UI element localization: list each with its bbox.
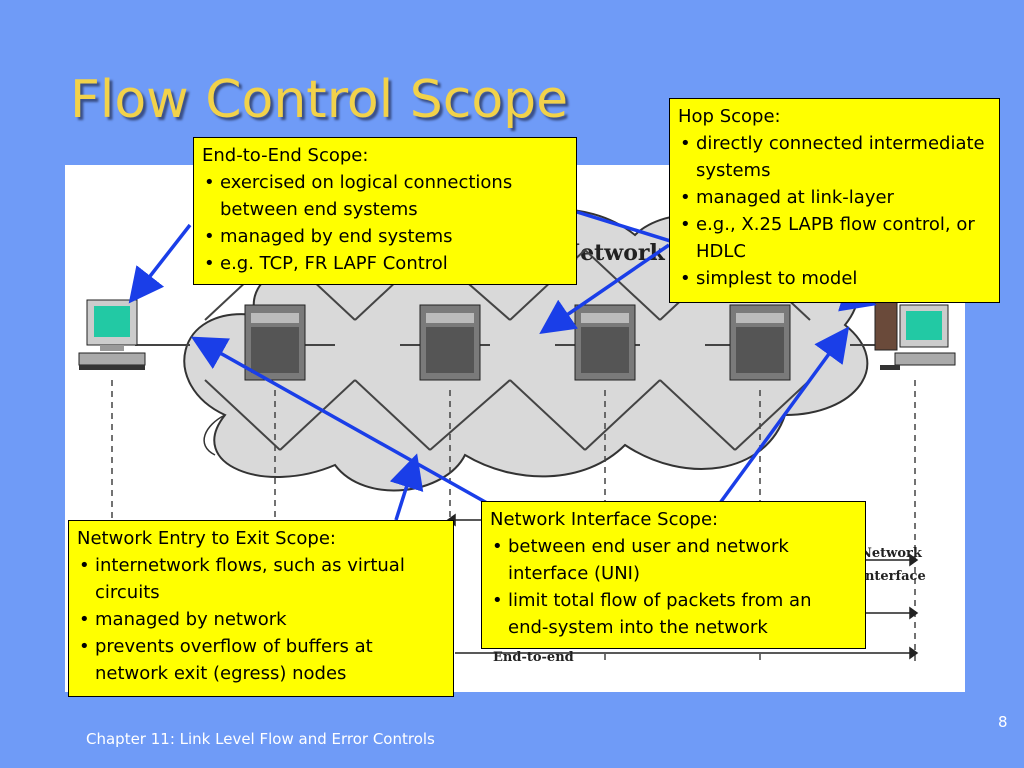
- callout-item: prevents overflow of buffers at network …: [77, 633, 445, 687]
- computer-left: [78, 299, 146, 370]
- page-number: 8: [998, 713, 1008, 731]
- callout-item: e.g., X.25 LAPB flow control, or HDLC: [678, 211, 991, 265]
- callout-item: directly connected intermediate systems: [678, 130, 991, 184]
- entry-exit-scope-callout: Network Entry to Exit Scope: internetwor…: [68, 520, 454, 697]
- callout-heading: Hop Scope:: [678, 106, 781, 127]
- hop-scope-callout: Hop Scope: directly connected intermedia…: [669, 98, 1000, 303]
- callout-item: exercised on logical connections between…: [202, 169, 568, 223]
- callout-item: e.g. TCP, FR LAPF Control: [202, 250, 568, 277]
- switch-2: [419, 304, 481, 381]
- scope-label-network: Network: [860, 546, 923, 561]
- callout-item: simplest to model: [678, 265, 991, 292]
- end-to-end-scope-callout: End-to-End Scope: exercised on logical c…: [193, 137, 577, 285]
- scope-label-end-to-end: End-to-end: [493, 650, 574, 665]
- slide-footer: Chapter 11: Link Level Flow and Error Co…: [86, 730, 435, 748]
- callout-heading: Network Interface Scope:: [490, 509, 719, 530]
- switch-3: [574, 304, 636, 381]
- callout-item: managed by end systems: [202, 223, 568, 250]
- callout-item: internetwork flows, such as virtual circ…: [77, 552, 445, 606]
- interface-scope-callout: Network Interface Scope: between end use…: [481, 501, 866, 649]
- callout-item: limit total flow of packets from an end-…: [490, 587, 857, 641]
- scope-label-interface: interface: [860, 569, 926, 584]
- callout-item: managed by network: [77, 606, 445, 633]
- switch-4: [729, 304, 791, 381]
- callout-heading: Network Entry to Exit Scope:: [77, 528, 336, 549]
- computer-right: [874, 299, 956, 370]
- switch-1: [244, 304, 306, 381]
- callout-item: managed at link-layer: [678, 184, 991, 211]
- callout-item: between end user and network interface (…: [490, 533, 857, 587]
- slide-title: Flow Control Scope: [70, 70, 569, 130]
- callout-heading: End-to-End Scope:: [202, 145, 369, 166]
